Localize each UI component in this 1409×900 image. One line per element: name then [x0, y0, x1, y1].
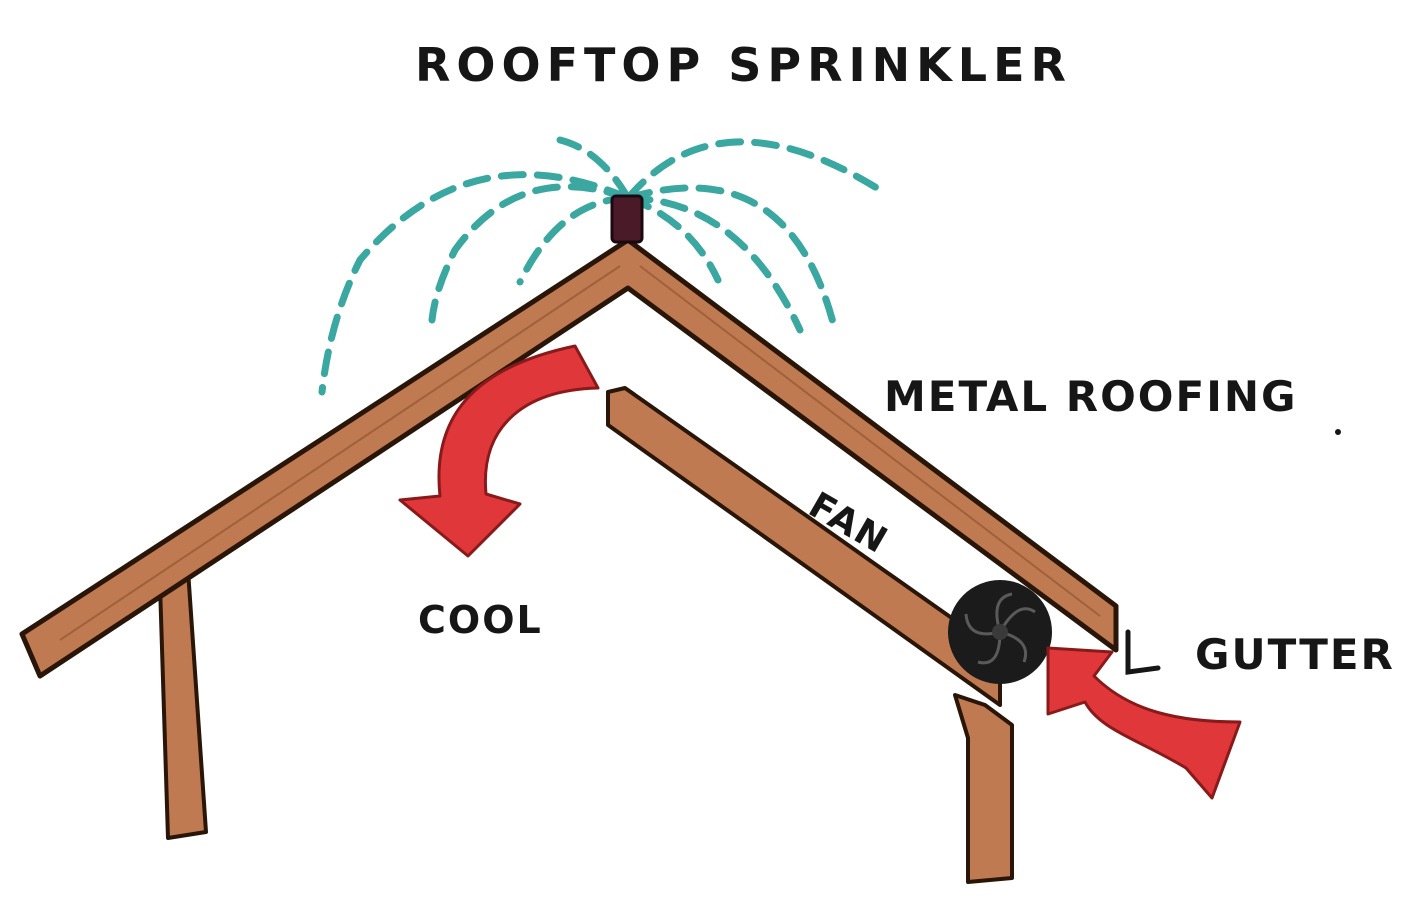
- spray-stream: [624, 138, 884, 202]
- spray-stream: [624, 184, 839, 334]
- cool-label: COOL: [418, 598, 543, 642]
- right-post: [953, 693, 1014, 884]
- arrow-up-left-icon: [1046, 646, 1242, 800]
- metal-roofing-label: METAL ROOFING: [884, 372, 1298, 421]
- spray-stream: [428, 183, 632, 324]
- diagram-title: ROOFTOP SPRINKLER: [415, 38, 1072, 92]
- spray-stream: [556, 136, 632, 202]
- spray-stream: [318, 171, 632, 396]
- ink-dot: [1335, 429, 1341, 435]
- gutter: [1125, 629, 1161, 675]
- fan-icon: [948, 580, 1052, 684]
- spray-stream: [624, 194, 804, 334]
- roof-wood-grain: [59, 265, 1101, 641]
- left-post: [158, 568, 208, 840]
- gutter-label: GUTTER: [1195, 630, 1395, 679]
- water-spray: [318, 136, 884, 396]
- inner-ceiling: [606, 386, 1002, 707]
- sprinkler-head-icon: [610, 194, 644, 244]
- arrow-down-icon: [398, 344, 600, 558]
